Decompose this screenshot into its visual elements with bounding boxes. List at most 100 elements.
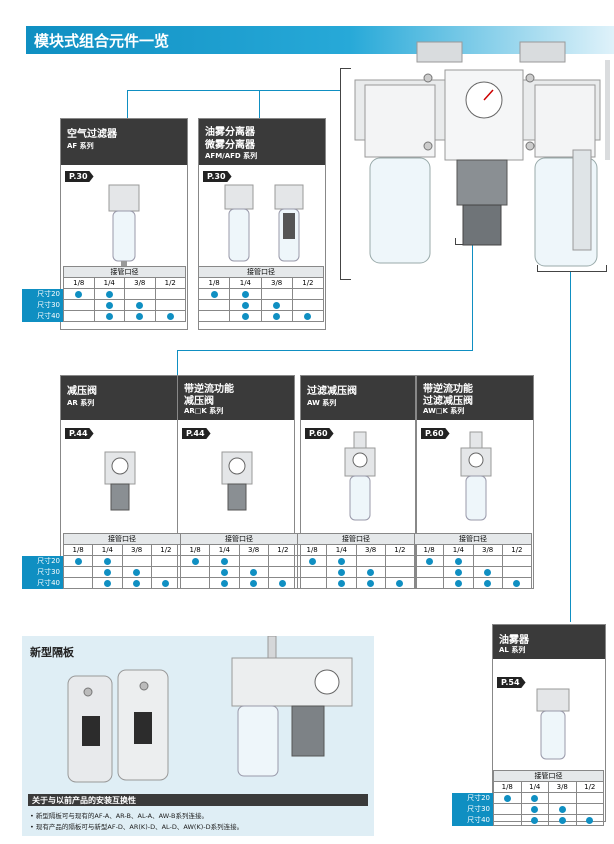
size-label: 尺寸20 [22, 555, 64, 567]
card-series: AR 系列 [67, 399, 95, 407]
product-image-aw-k [460, 431, 492, 521]
available-dot [162, 579, 170, 587]
available-dot [454, 568, 462, 576]
page-ref-badge[interactable]: P.54 [497, 677, 526, 688]
spacer-image [67, 669, 169, 783]
available-dot [454, 557, 462, 565]
available-dot [250, 579, 258, 587]
card-series: AF 系列 [67, 142, 94, 150]
port-size: 3/8 [238, 544, 269, 556]
available-dot [136, 312, 144, 320]
port-size: 1/8 [413, 544, 445, 556]
port-size: 3/8 [260, 277, 293, 289]
available-dot [279, 579, 287, 587]
available-dot [454, 579, 462, 587]
product-image-af [108, 184, 140, 269]
port-size: 3/8 [548, 781, 577, 793]
available-dot [558, 816, 566, 824]
available-dot [484, 579, 492, 587]
available-dot [250, 568, 258, 576]
port-size: 1/2 [154, 277, 186, 289]
available-dot [273, 301, 281, 309]
available-dot [105, 301, 113, 309]
available-dot [133, 579, 141, 587]
port-size: 1/4 [209, 544, 240, 556]
page-title-bar: 模块式组合元件一览 [26, 26, 614, 54]
size-row: 尺寸30 [22, 566, 533, 578]
size-row [197, 288, 325, 300]
page-ref-badge[interactable]: P.60 [305, 428, 334, 439]
available-dot [586, 816, 594, 824]
available-dot [220, 557, 228, 565]
port-size: 1/8 [493, 781, 522, 793]
card-title: 过滤减压阀 [307, 386, 357, 397]
table-caption: 接管口径 [198, 266, 324, 278]
size-label: 尺寸40 [22, 310, 64, 322]
card-series: AL 系列 [499, 646, 526, 654]
available-dot [220, 568, 228, 576]
assembly-bracket [340, 68, 351, 280]
available-dot [304, 312, 312, 320]
available-dot [337, 579, 345, 587]
compat-note: • 新型隔板可与现有的AF-A、AR-B、AL-A、AW-B系列连接。 [30, 812, 208, 820]
port-size: 3/8 [355, 544, 386, 556]
size-row [197, 310, 325, 322]
size-row: 尺寸20 [22, 288, 186, 300]
port-size: 1/2 [291, 277, 325, 289]
page-ref-badge[interactable]: P.44 [182, 428, 211, 439]
connector-line [127, 90, 340, 91]
port-size: 1/4 [93, 277, 125, 289]
size-row: 尺寸30 [452, 803, 604, 815]
port-size: 1/2 [501, 544, 533, 556]
size-row: 尺寸40 [22, 310, 186, 322]
connector-line [472, 245, 473, 351]
size-label: 尺寸30 [452, 803, 494, 815]
available-dot [191, 557, 199, 565]
connector-line [259, 90, 260, 118]
page-ref-badge[interactable]: P.30 [203, 171, 232, 182]
compat-title: 关于与以前产品的安装互换性 [32, 796, 136, 805]
card-title-2: 过滤减压阀 [423, 396, 473, 407]
port-size: 1/2 [384, 544, 416, 556]
available-dot [484, 568, 492, 576]
available-dot [105, 312, 113, 320]
connector-line [127, 90, 128, 118]
available-dot [503, 794, 511, 802]
spacer-title: 新型隔板 [30, 646, 74, 659]
product-image-ar [104, 451, 136, 511]
page-ref-badge[interactable]: P.30 [65, 171, 94, 182]
available-dot [210, 290, 218, 298]
available-dot [74, 557, 82, 565]
available-dot [337, 568, 345, 576]
spacer-section: 新型隔板 关于与以前产品的安装互换性 • 新型隔板可与现有的AF-A、AR-B、… [22, 636, 374, 836]
available-dot [136, 301, 144, 309]
card-title: 空气过滤器 [67, 129, 117, 140]
available-dot [166, 312, 174, 320]
modular-assembly-image [354, 41, 610, 267]
assembly-bracket [537, 265, 607, 272]
available-dot [241, 301, 249, 309]
port-size: 1/4 [229, 277, 262, 289]
size-label: 尺寸20 [22, 288, 64, 300]
available-dot [133, 568, 141, 576]
card-title: 减压阀 [67, 386, 97, 397]
available-dot [105, 290, 113, 298]
card-series: AFM/AFD 系列 [205, 152, 258, 160]
available-dot [220, 579, 228, 587]
port-size: 1/4 [520, 781, 549, 793]
port-size: 1/4 [92, 544, 123, 556]
page-ref-badge[interactable]: P.44 [65, 428, 94, 439]
port-size: 3/8 [472, 544, 503, 556]
port-size: 1/8 [62, 544, 94, 556]
available-dot [103, 557, 111, 565]
connector-line [177, 350, 473, 351]
page-ref-badge[interactable]: P.60 [421, 428, 450, 439]
table-caption: 接管口径 [414, 533, 532, 545]
available-dot [273, 312, 281, 320]
available-dot [103, 579, 111, 587]
card-title: 带逆流功能 [423, 384, 473, 395]
size-label: 尺寸40 [22, 577, 64, 589]
